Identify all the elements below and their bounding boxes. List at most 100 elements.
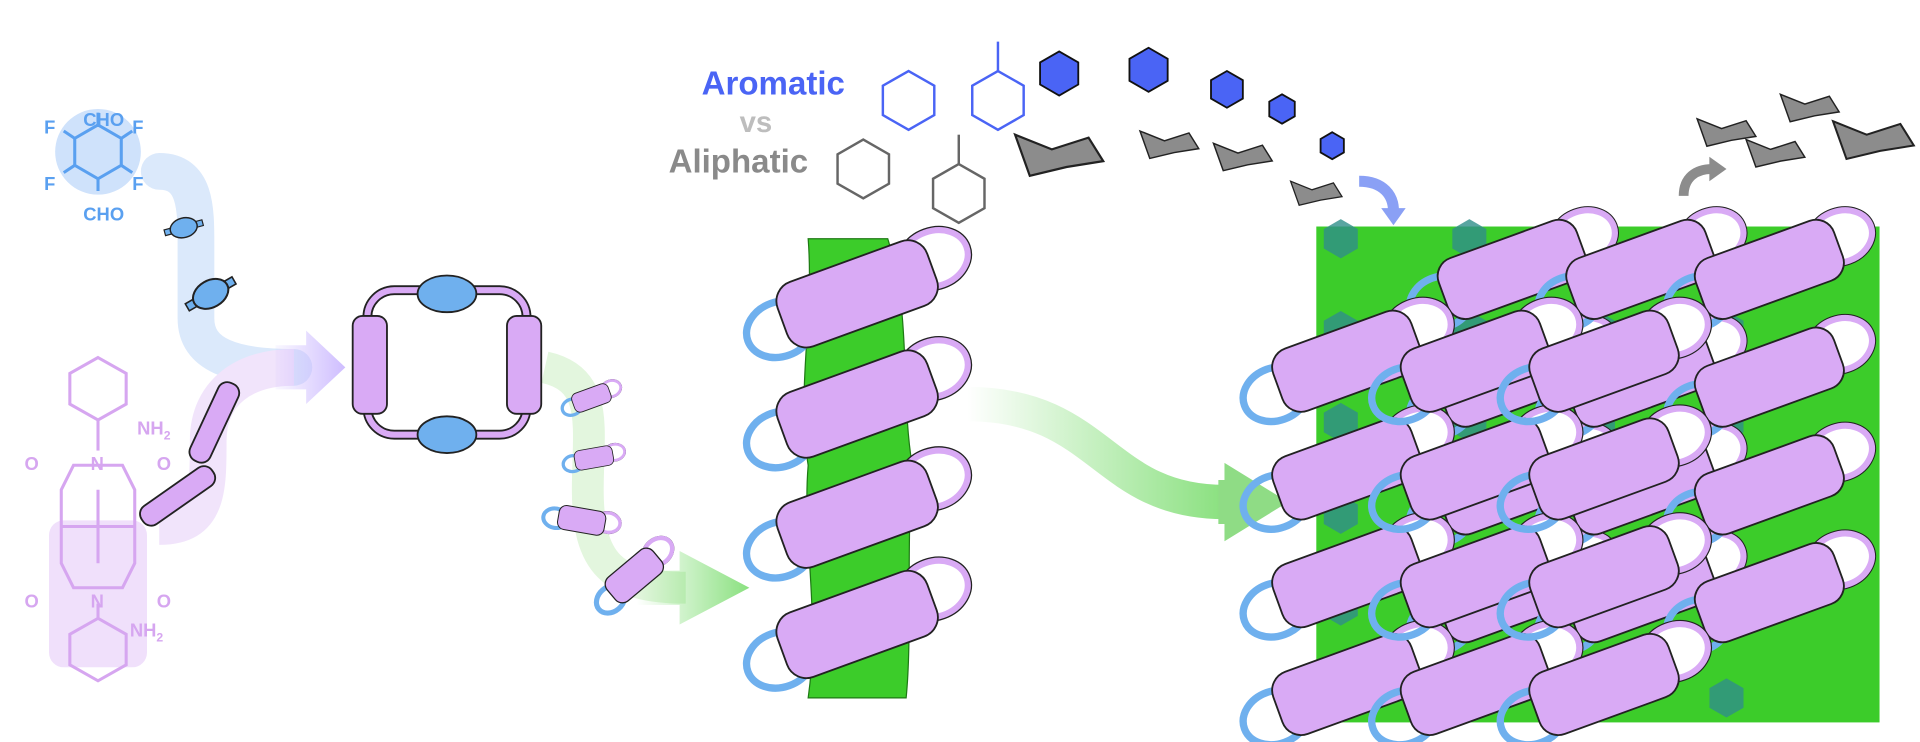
helix-panel (742, 446, 973, 582)
ndi-capsule (1693, 326, 1845, 428)
ndi-diamine-structure: N N O O O O NH2 NH2 (25, 355, 171, 683)
cho-top-label: CHO (83, 109, 124, 130)
ndi-capsule (1271, 525, 1423, 629)
ndi-capsule (775, 349, 939, 459)
aliphatic-guest (1289, 180, 1344, 206)
stacking-macrocycle (561, 442, 626, 474)
ndi-capsule (1528, 632, 1680, 736)
porous-crystal-lattice (1239, 206, 1880, 742)
ndi-capsule (1693, 218, 1845, 320)
lattice-panel (1496, 512, 1712, 641)
stacking-panel (593, 535, 675, 616)
aliphatic-guest (1779, 92, 1841, 123)
guest-release-arrow (1678, 164, 1713, 197)
aromatic-guest (1210, 69, 1244, 109)
cyclohexane-icon (836, 138, 891, 200)
channel-guest (1709, 678, 1744, 718)
helix-panel (742, 336, 973, 472)
stacking-panel (561, 442, 626, 474)
diamine-block (139, 465, 217, 527)
lattice-panel (1496, 619, 1712, 742)
ndi-capsule (1271, 632, 1423, 736)
packing-flow-path (967, 386, 1225, 520)
aldehyde-vertex (416, 274, 478, 314)
lattice-panel (1496, 296, 1712, 426)
guest-uptake-arrow (1358, 175, 1399, 212)
imide-n-label: N (91, 453, 104, 474)
stacking-macrocycle (560, 379, 623, 417)
aromatic-guest (1319, 131, 1345, 161)
lattice-panel-back (1663, 313, 1877, 440)
stacking-macrocycle (541, 504, 622, 536)
aromatic-label: Aromatic (702, 65, 845, 102)
ndi-capsule (1399, 632, 1552, 736)
aldehyde-body (169, 216, 198, 239)
ndi-capsule (1528, 309, 1680, 413)
stacking-panel (560, 379, 623, 417)
guest-molecules (1013, 46, 1916, 206)
guest-release-arrowhead (1709, 156, 1727, 182)
diamine-side (351, 314, 388, 415)
helix-panel (742, 225, 973, 362)
building-blocks (139, 216, 675, 616)
guest-uptake-arrowhead (1381, 208, 1406, 226)
carbonyl-o-label: O (25, 453, 39, 474)
ndi-capsule (1528, 417, 1680, 521)
aliphatic-guest (1695, 117, 1758, 148)
ndi-capsule (1399, 417, 1552, 521)
ndi-capsule (1565, 218, 1717, 320)
aldehyde-highlight (55, 108, 141, 195)
ndi-capsule (775, 569, 939, 680)
carbonyl-o-label: O (157, 590, 171, 611)
ndi-capsule (775, 459, 939, 569)
ndi-capsule (775, 239, 939, 349)
cyclohexane-top (68, 355, 128, 422)
ndi-capsule (1399, 525, 1552, 629)
cyclohexane-bottom (68, 616, 128, 683)
diamine-block (188, 381, 241, 464)
benzene-icon (881, 69, 936, 132)
aliphatic-guest (1013, 132, 1106, 178)
imide-n-label: N (91, 590, 104, 611)
aliphatic-guest (1831, 119, 1916, 161)
vs-label: vs (740, 106, 773, 139)
ndi-capsule (1271, 417, 1423, 521)
ndi-capsule (1436, 218, 1588, 320)
diamine-side (506, 314, 543, 415)
carbonyl-o-label: O (25, 590, 39, 611)
ndi-capsule (1693, 434, 1845, 536)
ndi-capsule (556, 504, 607, 536)
aromatic-guest (1268, 93, 1296, 125)
aldehyde-block (163, 216, 205, 239)
naphthalene-core (59, 463, 137, 590)
amine-label: NH2 (130, 620, 164, 645)
crystal-packing-arrow (1218, 462, 1289, 542)
helix-formation-arrow (636, 550, 750, 625)
cho-bottom-label: CHO (83, 203, 124, 224)
fluoro-label: F (132, 116, 143, 137)
aldehyde-block (184, 275, 238, 312)
ndi-capsule (571, 383, 612, 413)
methylcyclohexane-icon (931, 162, 986, 225)
ndi-capsule (604, 547, 665, 604)
helical-column (742, 225, 973, 699)
carbonyl-o-label: O (157, 453, 171, 474)
macrocycle (351, 274, 543, 454)
aldehyde-flow-path (140, 153, 313, 386)
macrocyclization-arrow (275, 330, 346, 405)
aldehyde-body (191, 277, 230, 310)
channel-guest (1323, 219, 1358, 259)
aldehyde-vertex (416, 415, 478, 454)
helix-panel (742, 556, 973, 692)
ndi-capsule (1528, 525, 1680, 629)
stacking-macrocycle (593, 535, 675, 616)
lattice-panel-back (1663, 206, 1877, 333)
fluoro-label: F (44, 173, 55, 194)
aromatic-guest (1039, 50, 1080, 97)
stacking-panel (541, 504, 622, 536)
amine-label: NH2 (137, 418, 171, 443)
aliphatic-guest (1138, 129, 1200, 160)
ndi-capsule (1271, 309, 1423, 413)
